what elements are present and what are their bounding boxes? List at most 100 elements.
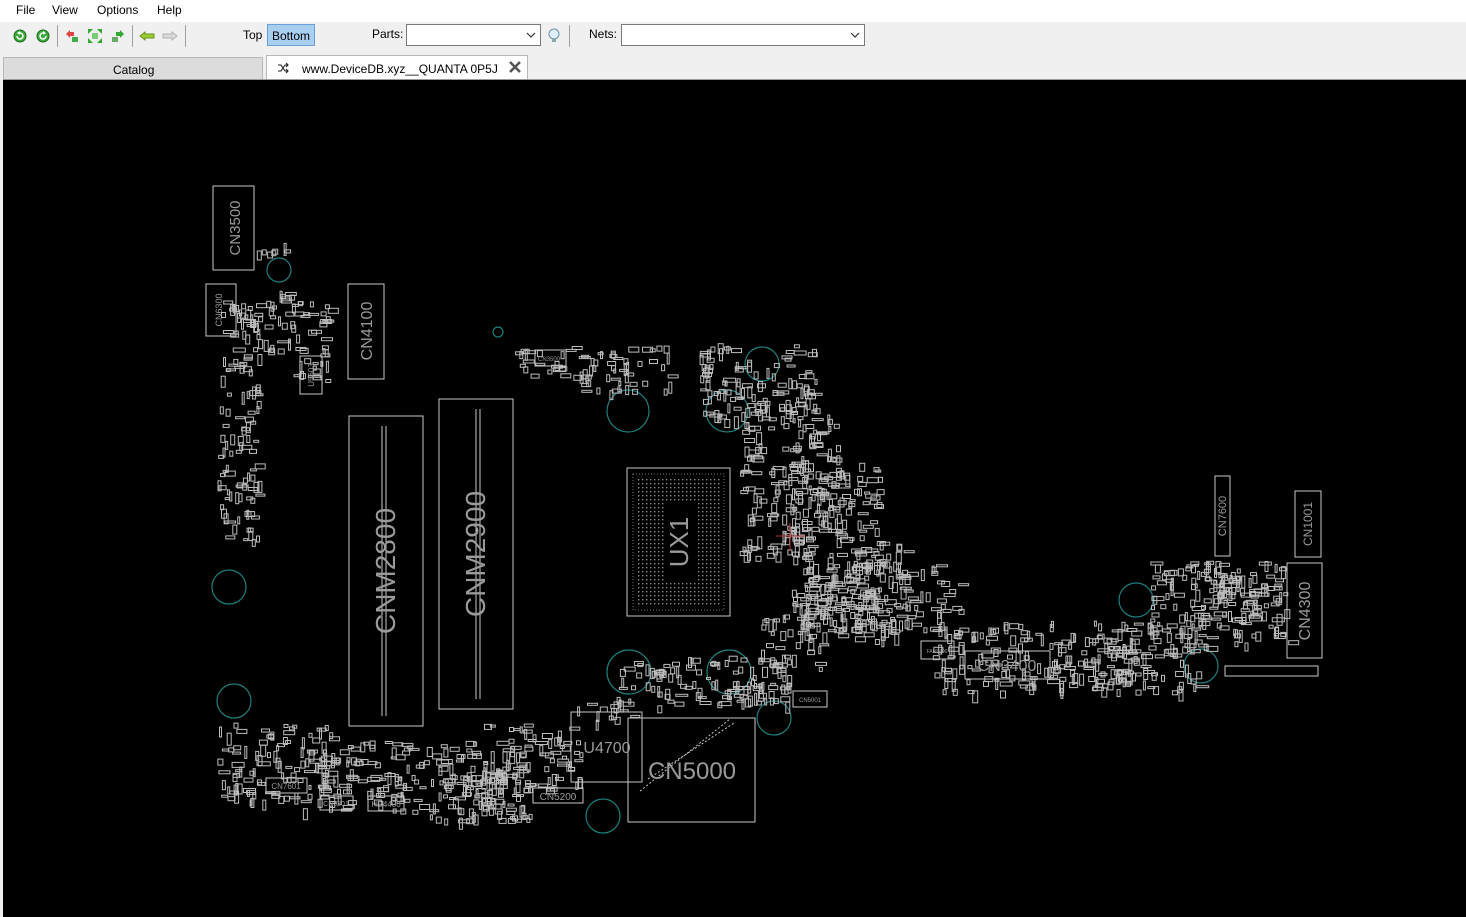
bga-ball[interactable] (702, 591, 704, 593)
smd-pad[interactable] (811, 494, 816, 502)
bga-ball[interactable] (642, 535, 644, 537)
smd-pad[interactable] (1271, 617, 1285, 623)
bga-ball[interactable] (702, 595, 704, 597)
bga-ball[interactable] (714, 555, 716, 557)
smd-pad[interactable] (1196, 685, 1210, 689)
smd-pad[interactable] (515, 818, 523, 823)
smd-pad[interactable] (253, 481, 260, 493)
smd-pad[interactable] (448, 804, 456, 810)
smd-pad[interactable] (642, 346, 653, 353)
bga-ball[interactable] (706, 507, 708, 509)
smd-pad[interactable] (905, 601, 911, 612)
bga-ball[interactable] (710, 527, 712, 529)
smd-pad[interactable] (226, 489, 230, 496)
smd-pad[interactable] (1179, 614, 1186, 624)
smd-pad[interactable] (842, 494, 851, 499)
smd-pad[interactable] (599, 706, 608, 713)
smd-pad[interactable] (937, 612, 943, 625)
bga-ball[interactable] (710, 487, 712, 489)
smd-pad[interactable] (522, 729, 533, 734)
smd-pad[interactable] (782, 446, 790, 452)
bga-ball[interactable] (638, 519, 640, 521)
bga-ball[interactable] (690, 487, 692, 489)
bga-ball[interactable] (638, 567, 640, 569)
smd-pad[interactable] (1054, 659, 1058, 671)
smd-pad[interactable] (251, 538, 256, 547)
bga-ball[interactable] (714, 559, 716, 561)
smd-pad[interactable] (819, 576, 830, 580)
smd-pad[interactable] (256, 387, 261, 394)
bga-ball[interactable] (706, 479, 708, 481)
smd-pad[interactable] (754, 692, 758, 706)
bga-ball[interactable] (646, 491, 648, 493)
smd-pad[interactable] (663, 663, 671, 668)
smd-pad[interactable] (246, 496, 254, 501)
smd-pad[interactable] (1184, 664, 1189, 678)
bga-ball[interactable] (710, 483, 712, 485)
smd-pad[interactable] (953, 634, 962, 639)
smd-pad[interactable] (1051, 667, 1062, 674)
smd-pad[interactable] (988, 666, 994, 674)
bga-ball[interactable] (698, 595, 700, 597)
smd-pad[interactable] (734, 396, 744, 400)
bga-ball[interactable] (714, 523, 716, 525)
smd-pad[interactable] (802, 519, 808, 533)
smd-pad[interactable] (285, 311, 295, 317)
bga-ball[interactable] (698, 527, 700, 529)
bga-ball[interactable] (702, 579, 704, 581)
smd-pad[interactable] (1274, 586, 1281, 591)
smd-pad[interactable] (1143, 668, 1149, 680)
bga-ball[interactable] (718, 599, 720, 601)
smd-pad[interactable] (524, 780, 531, 786)
smd-pad[interactable] (325, 319, 335, 323)
smd-pad[interactable] (281, 772, 285, 780)
bga-ball[interactable] (654, 527, 656, 529)
smd-pad[interactable] (247, 487, 258, 491)
smd-pad[interactable] (754, 682, 757, 689)
smd-pad[interactable] (400, 808, 407, 815)
smd-pad[interactable] (228, 747, 235, 753)
smd-pad[interactable] (233, 722, 239, 729)
smd-pad[interactable] (862, 591, 871, 598)
bga-ball[interactable] (642, 523, 644, 525)
smd-pad[interactable] (975, 659, 981, 668)
smd-pad[interactable] (1001, 671, 1007, 678)
smd-pad[interactable] (715, 679, 719, 691)
smd-pad[interactable] (1276, 613, 1283, 626)
smd-pad[interactable] (757, 536, 763, 550)
smd-pad[interactable] (692, 681, 697, 689)
smd-pad[interactable] (329, 736, 340, 742)
smd-pad[interactable] (482, 798, 488, 807)
smd-pad[interactable] (285, 740, 292, 744)
smd-pad[interactable] (296, 334, 301, 344)
smd-pad[interactable] (532, 734, 537, 743)
smd-pad[interactable] (302, 808, 308, 821)
smd-pad[interactable] (821, 520, 826, 528)
smd-pad[interactable] (768, 685, 779, 691)
smd-pad[interactable] (267, 752, 271, 759)
smd-pad[interactable] (944, 626, 948, 638)
smd-pad[interactable] (747, 539, 753, 549)
bga-ball[interactable] (674, 483, 676, 485)
bga-ball[interactable] (642, 547, 644, 549)
bga-ball[interactable] (710, 499, 712, 501)
bga-ball[interactable] (658, 519, 660, 521)
smd-pad[interactable] (1191, 606, 1205, 611)
bga-ball[interactable] (698, 535, 700, 537)
bga-ball[interactable] (714, 479, 716, 481)
smd-pad[interactable] (895, 551, 902, 565)
bga-ball[interactable] (714, 527, 716, 529)
smd-pad[interactable] (795, 442, 800, 454)
bga-ball[interactable] (714, 531, 716, 533)
smd-pad[interactable] (1194, 630, 1198, 643)
smd-pad[interactable] (871, 594, 875, 605)
smd-pad[interactable] (797, 593, 806, 598)
smd-pad[interactable] (947, 634, 953, 644)
smd-pad[interactable] (984, 676, 994, 683)
smd-pad[interactable] (1248, 577, 1252, 588)
smd-pad[interactable] (782, 615, 786, 624)
smd-pad[interactable] (835, 608, 843, 614)
back-arrow-icon[interactable] (138, 27, 156, 45)
smd-pad[interactable] (795, 511, 801, 520)
bga-ball[interactable] (702, 559, 704, 561)
